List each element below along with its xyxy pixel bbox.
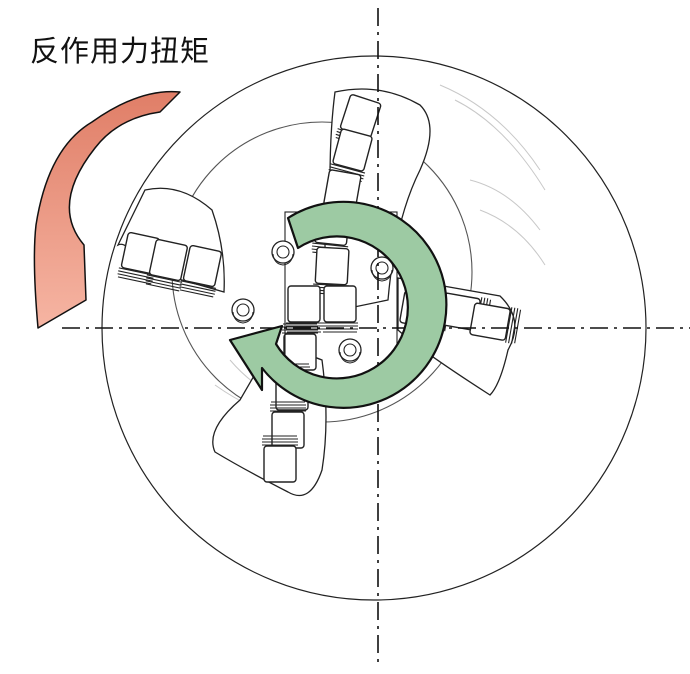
nozzle-2: [231, 298, 255, 324]
nozzle-1: [271, 240, 295, 266]
blade-wing-left: [116, 187, 225, 298]
nozzle-4: [338, 338, 362, 364]
curved-down-arrow-icon: [33, 90, 181, 329]
reaction-torque-label: 反作用力扭矩: [30, 34, 211, 68]
circular-arrow-icon: [228, 200, 448, 409]
